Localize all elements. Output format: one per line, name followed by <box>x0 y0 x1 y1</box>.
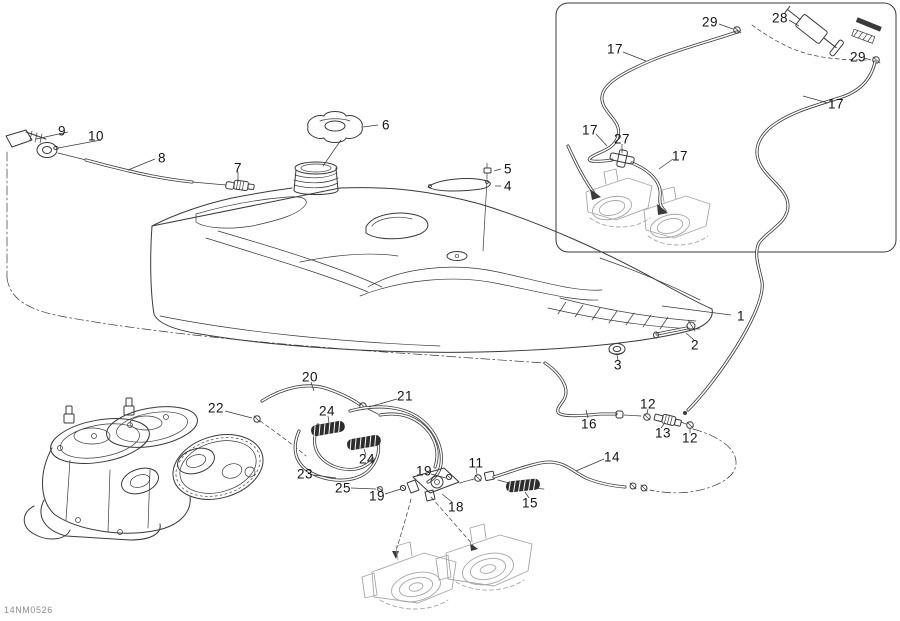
callout-22-main: 22 <box>207 400 225 416</box>
callout-9-main: 9 <box>57 123 67 139</box>
callout-17-inset: 17 <box>581 122 599 138</box>
callout-21-main: 21 <box>396 388 414 404</box>
clamp-12-left <box>643 413 651 421</box>
nut-3 <box>608 343 626 355</box>
pump-and-hoses <box>253 384 648 559</box>
callout-25-main: 25 <box>334 480 352 496</box>
spring-15 <box>505 478 540 493</box>
clamp-22 <box>253 415 261 423</box>
callout-17-inset: 17 <box>671 148 689 164</box>
check-valve-7 <box>225 179 255 192</box>
callout-20-main: 20 <box>301 369 319 385</box>
spark-plugs <box>63 397 135 424</box>
callout-3-main: 3 <box>613 357 623 373</box>
callout-24-main: 24 <box>358 451 376 467</box>
callout-6-main: 6 <box>381 117 391 133</box>
callout-17-inset: 17 <box>606 41 624 57</box>
carburetors-ghost <box>361 523 533 610</box>
clamp-14-end-b <box>640 484 648 492</box>
spring-24-lower <box>347 434 381 451</box>
leader-lines <box>35 19 872 503</box>
spring-24-upper <box>311 420 345 437</box>
pump-screw-19-a <box>445 473 453 481</box>
clamp-14-end-a <box>629 482 637 490</box>
callout-7-main: 7 <box>233 160 243 176</box>
tee-fitting-27 <box>609 149 635 168</box>
fuel-primer-28 <box>784 5 882 57</box>
callout-2-main: 2 <box>690 337 700 353</box>
callout-29-inset: 29 <box>701 14 719 30</box>
intake-flanges <box>121 447 215 495</box>
vent-hose-16 <box>543 361 624 419</box>
filler-neck <box>293 161 339 195</box>
clamp-29-top <box>733 26 742 34</box>
pump-bolt-25 <box>376 486 384 492</box>
callout-23-main: 23 <box>296 466 314 482</box>
arrow-to-left-carb <box>590 189 601 200</box>
fuel-cap-6 <box>307 111 363 167</box>
supply-line-17 <box>623 60 877 494</box>
callout-8-main: 8 <box>157 150 167 166</box>
fuel-sender <box>427 162 492 261</box>
callout-14-main: 14 <box>603 449 621 465</box>
callout-5-main: 5 <box>503 161 513 177</box>
callout-12-main: 12 <box>681 430 699 446</box>
callout-29-inset: 29 <box>849 49 867 65</box>
callout-28-inset: 28 <box>771 10 789 26</box>
clamp-12-right <box>686 421 694 429</box>
callout-27-inset: 27 <box>613 131 631 147</box>
callout-1-main: 1 <box>736 308 746 324</box>
diagram-code: 14NM0526 <box>4 605 53 615</box>
callout-4-main: 4 <box>503 178 513 194</box>
callout-15-main: 15 <box>521 495 539 511</box>
callout-17-inset: 17 <box>827 96 845 112</box>
pump-screw-19-b <box>399 484 407 492</box>
vent-fittings <box>5 129 546 364</box>
inset-hoses <box>566 5 882 215</box>
callout-11-main: 11 <box>468 455 484 471</box>
clamp-11 <box>474 474 482 482</box>
arrow-to-right-carb <box>657 204 668 215</box>
engine-illustration <box>23 397 264 541</box>
fitting-13 <box>653 413 682 427</box>
callout-12-main: 12 <box>639 396 657 412</box>
fuel-pump-18 <box>376 467 460 502</box>
inset-box <box>555 2 897 253</box>
pin-2 <box>653 319 696 339</box>
callout-19-main: 19 <box>368 488 386 504</box>
callout-13-main: 13 <box>654 425 672 441</box>
callout-10-main: 10 <box>87 128 105 144</box>
callout-24-main: 24 <box>318 403 336 419</box>
inset-carburetors-ghost <box>585 168 711 246</box>
callout-19-main: 19 <box>415 463 433 479</box>
fuel-tank <box>150 111 713 355</box>
callout-18-main: 18 <box>447 499 465 515</box>
callout-16-main: 16 <box>580 416 598 432</box>
